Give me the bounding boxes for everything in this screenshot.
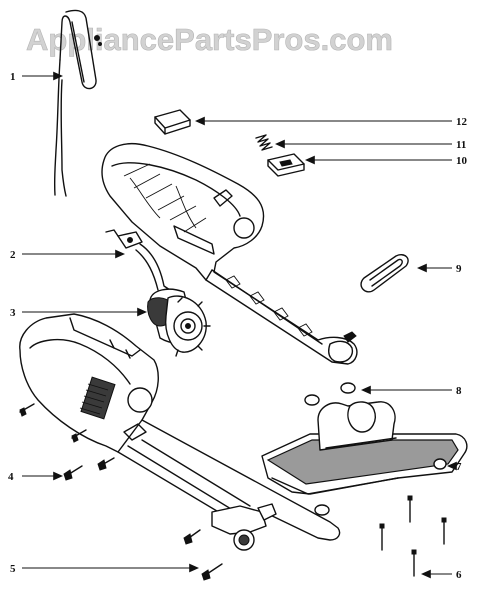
handle-grip-part xyxy=(360,254,409,293)
power-cord-part xyxy=(53,9,102,197)
callout-labels: 1 2 3 4 5 6 7 8 9 10 11 12 xyxy=(8,71,468,581)
switch-part xyxy=(267,153,305,177)
callout-9: 9 xyxy=(456,263,462,275)
leader-lines xyxy=(22,71,457,579)
callout-8: 8 xyxy=(456,385,462,397)
screw-part xyxy=(19,403,223,581)
callout-2: 2 xyxy=(10,249,16,261)
spring-part xyxy=(255,134,273,151)
callout-4: 4 xyxy=(8,471,14,483)
wheel-part xyxy=(304,382,447,516)
handle-cap-part xyxy=(154,109,191,135)
floor-nozzle-part xyxy=(261,401,468,495)
motor-bracket-part xyxy=(105,229,171,291)
upper-handle-part xyxy=(101,142,358,365)
callout-1: 1 xyxy=(10,71,16,83)
watermark-text: AppliancePartsPros.com xyxy=(26,22,393,57)
callout-3: 3 xyxy=(10,307,16,319)
callout-7: 7 xyxy=(456,461,462,473)
motor-housing-part xyxy=(19,313,341,551)
callout-11: 11 xyxy=(456,139,466,151)
callout-5: 5 xyxy=(10,563,16,575)
motor-part xyxy=(147,288,211,357)
callout-12: 12 xyxy=(456,116,468,128)
callout-10: 10 xyxy=(456,155,468,167)
callout-6: 6 xyxy=(456,569,462,581)
nozzle-screw-part xyxy=(379,495,447,577)
